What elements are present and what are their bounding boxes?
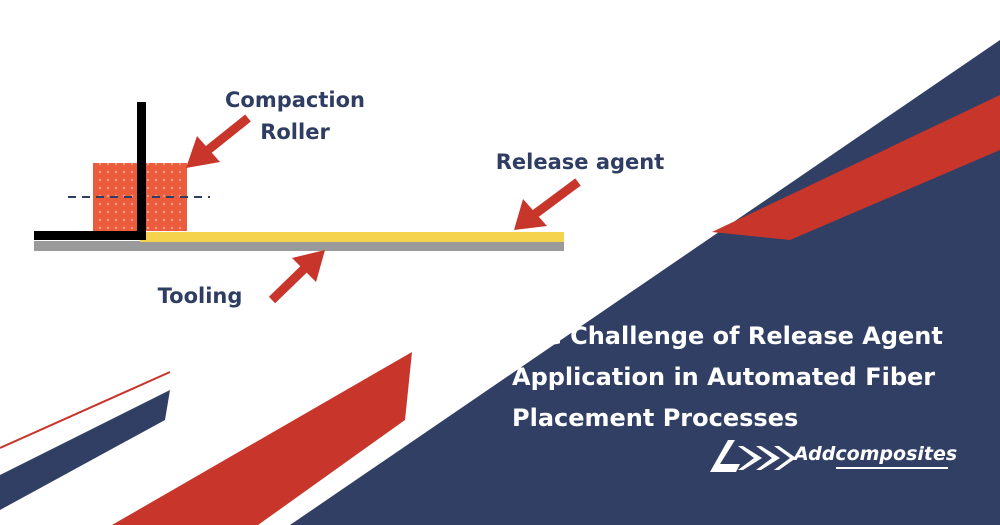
compaction-roller-label: Compaction Roller — [225, 88, 365, 144]
tooling-label: Tooling — [157, 284, 243, 308]
banner-title: The Challenge of Release Agent Applicati… — [512, 316, 982, 439]
addcomposites-logo: Addcomposites — [706, 440, 958, 476]
tow-feed-bar — [137, 102, 146, 240]
tooling-layer — [34, 241, 564, 251]
title-line-1: The Challenge of Release Agent — [512, 322, 943, 350]
navy-diagonal-panel — [290, 40, 1000, 525]
arrow-to-roller — [186, 114, 251, 168]
laid-tow-layer — [34, 231, 146, 240]
red-stripe-lower — [112, 352, 412, 525]
navy-stripe-small — [0, 390, 170, 510]
title-line-3: Placement Processes — [512, 404, 799, 432]
title-line-2: Application in Automated Fiber — [512, 363, 936, 391]
logo-wordmark: Addcomposites — [794, 443, 958, 465]
release-agent-layer — [140, 232, 564, 242]
release-agent-label: Release agent — [495, 150, 665, 174]
logo-underline — [836, 467, 948, 469]
arrow-to-tooling — [268, 250, 325, 304]
arrow-to-release-agent — [514, 178, 581, 230]
addcomposites-logo-icon — [710, 440, 796, 472]
thin-red-line — [0, 371, 171, 449]
red-stripe-upper — [712, 95, 1000, 240]
